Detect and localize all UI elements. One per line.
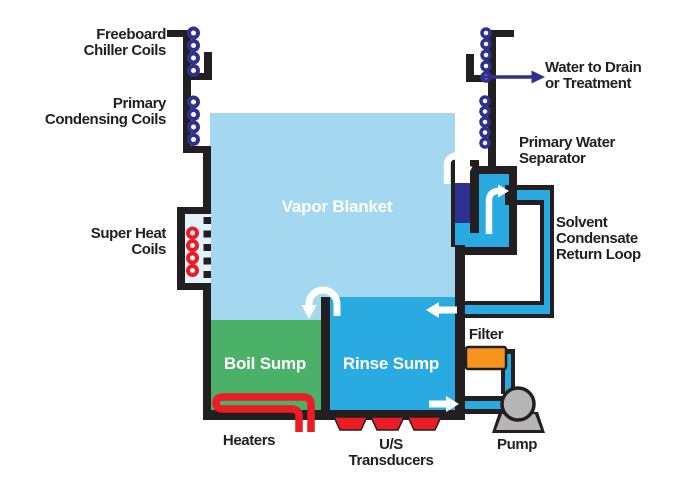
superheat-box-bottom	[177, 283, 211, 290]
rinse-sump-region	[330, 297, 455, 410]
filter-body	[464, 345, 508, 371]
label-filter: Filter	[468, 326, 504, 343]
separator-chamber-right-wall	[509, 166, 517, 255]
label-primary-water-separator: Primary Water Separator	[519, 134, 615, 167]
label-pump: Pump	[496, 436, 538, 453]
left-trough-inner-wall	[204, 52, 212, 80]
superheat-vent-slot	[203, 230, 211, 238]
condensate-inlet-arrow	[443, 152, 473, 184]
primary-condensing-coils-right	[479, 95, 491, 149]
heater-element	[212, 393, 315, 432]
label-solvent-condensate-return-loop: Solvent Condensate Return Loop	[556, 214, 641, 263]
return-pipe-down-core	[544, 190, 550, 314]
label-boil-sump: Boil Sump	[223, 354, 307, 373]
right-wall-lower	[455, 245, 465, 420]
super-heat-coils	[186, 226, 199, 277]
freeboard-chiller-coils-right	[480, 27, 492, 83]
left-wall-middle	[203, 146, 211, 214]
return-pipe-inlet-core	[465, 305, 548, 314]
label-heaters: Heaters	[222, 432, 276, 449]
label-super-heat-coils: Super Heat Coils	[90, 225, 167, 258]
solvent-return-arrow	[426, 302, 457, 318]
us-transducer	[332, 416, 369, 431]
left-wall-step	[183, 146, 211, 153]
us-transducer	[406, 416, 443, 431]
water-drain-arrow	[481, 70, 545, 84]
superheat-box-top	[177, 207, 211, 214]
right-trough-inner-wall	[466, 54, 474, 82]
freeboard-chiller-coils-left	[187, 26, 200, 77]
separator-outlet-arrow	[485, 184, 509, 234]
label-primary-condensing-coils: Primary Condensing Coils	[44, 95, 167, 128]
pump-discharge-core	[505, 354, 511, 392]
sump-divider-wall	[321, 297, 330, 410]
overflow-arrow-divider	[301, 286, 341, 319]
superheat-box-outer-wall	[177, 207, 185, 290]
label-vapor-blanket: Vapor Blanket	[281, 197, 393, 216]
superheat-vent-slot	[203, 257, 211, 265]
return-pipe-top-core	[513, 190, 550, 200]
vapor-blanket-region	[210, 113, 455, 320]
right-wall-upper	[488, 30, 496, 166]
label-water-to-drain: Water to Drain or Treatment	[545, 59, 642, 92]
pump-housing	[500, 386, 536, 422]
pump-suction-core	[465, 401, 501, 409]
superheat-vent-slot	[203, 217, 211, 224]
separator-water-layer	[455, 183, 470, 223]
left-wall-upper	[183, 30, 191, 153]
separator-channel-left-wall	[451, 160, 455, 247]
left-wall-lower	[203, 283, 211, 420]
label-freeboard-chiller-coils: Freeboard Chiller Coils	[83, 26, 167, 59]
superheat-vent-slot	[203, 244, 211, 251]
separator-chamber-solvent	[479, 174, 510, 247]
primary-condensing-coils-left	[187, 95, 200, 146]
separator-baffle	[470, 160, 479, 233]
left-trough-bottom	[191, 73, 212, 80]
label-us-transducers: U/S Transducers	[348, 436, 434, 469]
label-rinse-sump: Rinse Sump	[342, 354, 440, 373]
tank-bottom	[203, 410, 465, 420]
pump-suction-arrow	[429, 396, 459, 412]
separator-chamber-bottom	[455, 247, 517, 255]
left-top-lip	[167, 30, 191, 37]
us-transducer	[369, 416, 406, 431]
separator-chamber-top	[470, 166, 517, 174]
superheat-vent-slot	[203, 271, 211, 278]
right-top-lip	[488, 30, 514, 37]
